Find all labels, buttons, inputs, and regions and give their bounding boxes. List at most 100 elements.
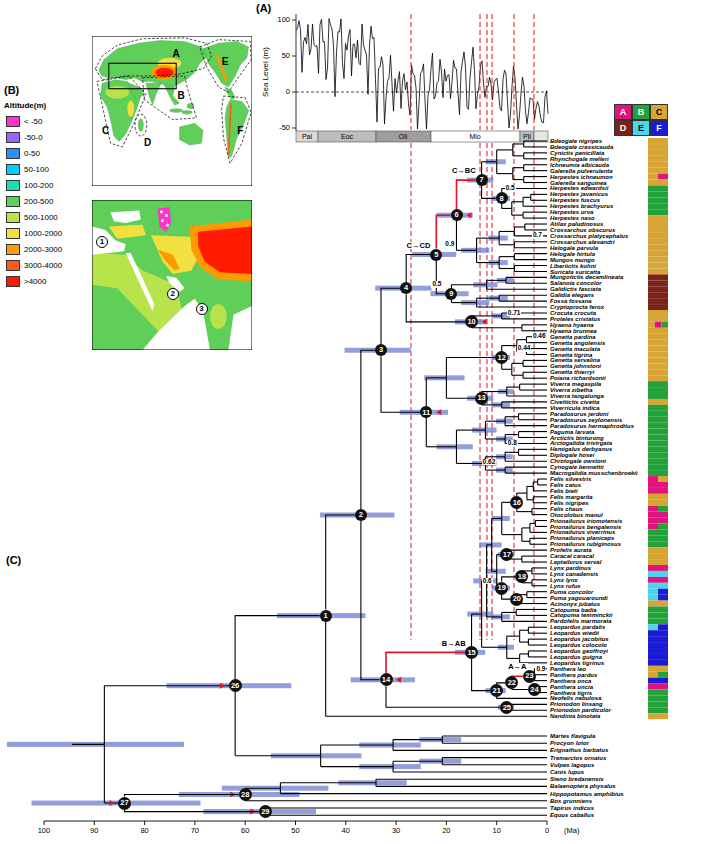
species-name: Otocolobus manul xyxy=(550,512,603,518)
panel-label: (A) xyxy=(256,3,271,14)
tree-branch xyxy=(521,528,522,535)
tree-branch xyxy=(265,815,547,816)
species-name: Leopardus guigna xyxy=(550,654,602,660)
region-cell xyxy=(658,476,668,482)
region-cell xyxy=(648,274,668,280)
caspian-pattern xyxy=(160,211,163,214)
tree-branch xyxy=(532,579,547,580)
species-name: Leopardus jacobitus xyxy=(550,636,609,642)
region-cell xyxy=(658,523,668,529)
species-name: Leopardus geoffroyi xyxy=(550,648,608,654)
region-cell xyxy=(648,363,668,369)
tree-branch xyxy=(477,238,500,239)
region-letter: F xyxy=(237,126,243,136)
species-name: Lynx rufus xyxy=(550,583,581,589)
species-name: Felis margarita xyxy=(550,494,593,500)
region-cell xyxy=(648,298,668,304)
species-name: Martes flavigula xyxy=(550,733,595,739)
legend-swatch xyxy=(6,196,20,207)
relief xyxy=(228,103,231,154)
tree-branch xyxy=(520,630,529,631)
species-name: Procyon lotor xyxy=(550,740,589,746)
time-tick-label: 50 xyxy=(291,827,299,835)
species-name: Mungos mungo xyxy=(550,257,595,263)
tree-branch xyxy=(514,271,547,272)
hpd-bar xyxy=(424,375,464,380)
species-name: Poiana richardsonii xyxy=(550,375,606,381)
species-name: Viverra tangalunga xyxy=(550,393,604,399)
tree-branch xyxy=(487,616,502,617)
tree-branch xyxy=(499,238,500,245)
species-name: Viverra megaspila xyxy=(550,381,601,387)
region-cell xyxy=(648,440,668,446)
species-name: Leptailurus serval xyxy=(550,559,601,565)
species-name: Catopuma badia xyxy=(550,607,597,613)
species-name: Arctictis binturong xyxy=(550,435,604,441)
tree-branch xyxy=(477,262,500,263)
tree-branch xyxy=(517,339,527,340)
tree-branch xyxy=(523,212,547,213)
tree-branch xyxy=(326,716,547,717)
species-name: Galerella sanguinea xyxy=(550,180,607,186)
tree-branch xyxy=(456,447,457,464)
tree-branch xyxy=(531,200,547,201)
species-name: Prionailurus viverrinus xyxy=(550,529,615,535)
tree-branch xyxy=(524,176,547,177)
tree-branch xyxy=(527,486,533,487)
tree-branch xyxy=(499,256,514,257)
tree-branch xyxy=(506,283,547,284)
node-number: 25 xyxy=(503,704,511,712)
region-letter: E xyxy=(222,57,229,67)
tree-branch xyxy=(528,627,547,628)
region-cell xyxy=(648,488,668,494)
species-name: Mungotictis decemlineata xyxy=(550,274,623,280)
zero-line xyxy=(296,92,548,93)
inset-map xyxy=(158,207,171,232)
region-cell xyxy=(658,589,668,595)
tree-branch xyxy=(512,363,523,364)
region-letter: D xyxy=(144,138,151,148)
region-cell xyxy=(648,138,668,144)
tree-branch xyxy=(235,755,321,756)
time-tick xyxy=(396,821,397,825)
tree-branch xyxy=(502,208,512,209)
region-cell xyxy=(648,464,668,470)
tree-branch xyxy=(505,457,506,461)
node-number: 3 xyxy=(379,346,383,354)
node-number: 22 xyxy=(508,679,516,687)
species-name: Hippopotamus amphibius xyxy=(550,791,624,797)
tree-branch xyxy=(507,636,520,637)
species-name: Genetta johnstoni xyxy=(550,363,601,369)
tree-branch xyxy=(532,514,547,515)
node-number: 23 xyxy=(525,672,533,680)
tree-branch xyxy=(528,633,547,634)
tree-branch xyxy=(505,452,518,453)
event-line xyxy=(534,14,535,130)
tree-branch xyxy=(451,302,476,303)
tree-branch xyxy=(325,616,326,717)
plot-tick xyxy=(292,56,296,57)
tree-branch xyxy=(522,527,530,528)
tree-branch xyxy=(519,431,547,432)
axis-tick-label: 100 xyxy=(278,16,291,24)
species-name: Arctogalidia trivirgata xyxy=(550,440,612,446)
tree-branch xyxy=(517,511,532,512)
region-cell xyxy=(648,612,668,618)
support-value: 0.46 xyxy=(532,333,547,340)
inset-map xyxy=(92,200,252,350)
region-cell xyxy=(648,672,658,678)
tree-branch xyxy=(505,416,518,417)
region-cell xyxy=(648,156,668,162)
node-circle: 28 xyxy=(239,788,252,801)
legend-swatch: D xyxy=(614,120,632,136)
time-tick xyxy=(194,821,195,825)
land xyxy=(187,103,194,108)
tree-branch xyxy=(523,197,531,198)
region-outline xyxy=(95,38,211,80)
inset-map xyxy=(158,249,180,270)
tree-branch xyxy=(519,636,520,642)
species-name: Civettictis civetta xyxy=(550,399,599,405)
tree-branch xyxy=(457,180,476,209)
